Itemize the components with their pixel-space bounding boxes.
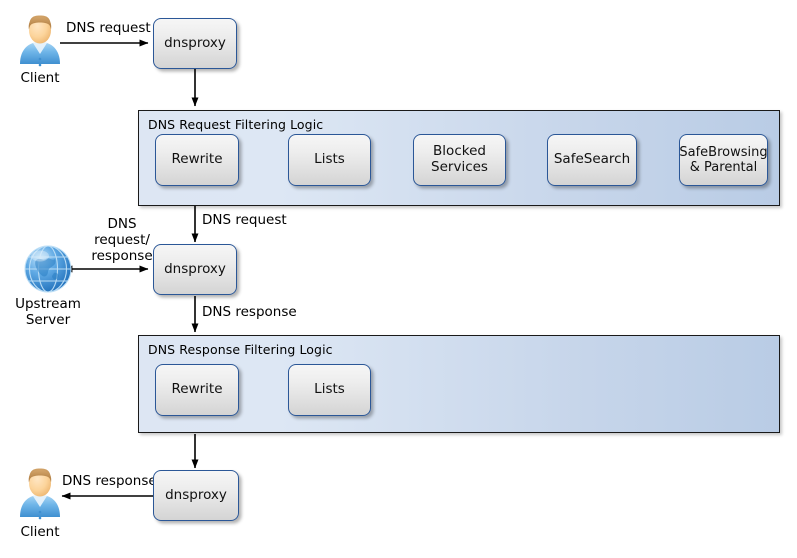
stage-safesearch-label: SafeSearch — [553, 151, 631, 168]
upstream-server-caption: Upstream Server — [0, 296, 103, 328]
node-dnsproxy-mid-label: dnsproxy — [164, 260, 226, 277]
upstream-server-caption-line2: Server — [25, 312, 71, 329]
edge-label-upstream-exchange-line2: request/ — [94, 231, 150, 248]
node-dnsproxy-top[interactable]: dnsproxy — [153, 18, 237, 69]
stage-rewrite-response[interactable]: Rewrite — [155, 364, 239, 416]
stage-rewrite-request[interactable]: Rewrite — [155, 134, 239, 186]
stage-safesearch[interactable]: SafeSearch — [547, 134, 637, 186]
client-top-caption: Client — [20, 70, 60, 86]
edge-label-client-to-dnsproxy: DNS request — [66, 20, 151, 36]
stage-rewrite-response-label: Rewrite — [171, 381, 223, 398]
stage-lists-response-label: Lists — [314, 381, 345, 398]
edge-label-upstream-exchange-line3: response — [91, 247, 153, 264]
panel-dns-response-filtering-title: DNS Response Filtering Logic — [148, 342, 333, 357]
stage-safebrowsing-parental[interactable]: SafeBrowsing & Parental — [679, 134, 768, 186]
node-dnsproxy-top-label: dnsproxy — [164, 34, 226, 51]
stage-lists-request-label: Lists — [314, 151, 345, 168]
stage-blocked-services-label-line1: Blocked — [433, 143, 486, 160]
stage-safebrowsing-parental-label-line2: & Parental — [689, 160, 758, 175]
edge-label-upstream-exchange: DNS request/ response — [80, 216, 164, 265]
node-dnsproxy-mid[interactable]: dnsproxy — [153, 244, 237, 295]
edge-label-dnsproxy-to-response-panel: DNS response — [202, 304, 297, 320]
panel-dns-response-filtering: DNS Response Filtering Logic — [138, 335, 780, 433]
stage-safebrowsing-parental-label-line1: SafeBrowsing — [679, 144, 768, 160]
client-bottom-caption: Client — [20, 524, 60, 540]
node-dnsproxy-bottom-label: dnsproxy — [165, 486, 227, 503]
panel-dns-request-filtering-title: DNS Request Filtering Logic — [148, 117, 324, 132]
stage-blocked-services-label: Blocked Services — [431, 143, 488, 176]
edge-label-upstream-exchange-line1: DNS — [107, 216, 137, 232]
upstream-server-caption-line1: Upstream — [15, 296, 81, 312]
globe-icon — [24, 245, 72, 293]
stage-blocked-services-label-line2: Services — [431, 159, 488, 175]
edge-label-dnsproxy-to-client: DNS response — [62, 473, 157, 489]
user-icon — [20, 468, 60, 520]
stage-rewrite-request-label: Rewrite — [171, 151, 223, 168]
stage-blocked-services[interactable]: Blocked Services — [413, 134, 506, 186]
stage-lists-response[interactable]: Lists — [288, 364, 371, 416]
edge-label-request-panel-to-dnsproxy: DNS request — [202, 212, 287, 228]
stage-safebrowsing-parental-label: SafeBrowsing & Parental — [679, 145, 767, 176]
node-dnsproxy-bottom[interactable]: dnsproxy — [153, 470, 239, 521]
stage-lists-request[interactable]: Lists — [288, 134, 371, 186]
user-icon — [20, 15, 60, 67]
